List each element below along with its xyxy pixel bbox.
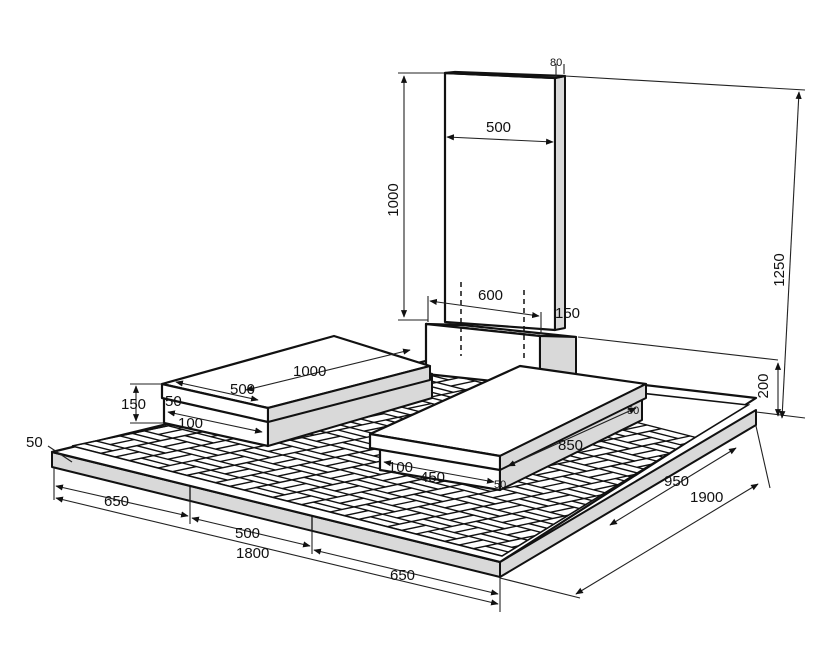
dimension-lines bbox=[47, 64, 806, 612]
label-front-left: 650 bbox=[104, 493, 129, 510]
stele bbox=[443, 70, 567, 362]
label-stele-height: 1000 bbox=[385, 183, 402, 216]
label-left-slab-height: 150 bbox=[121, 396, 146, 413]
label-right-slab-side-a: 50 bbox=[627, 405, 639, 417]
label-front-total: 1800 bbox=[236, 545, 269, 562]
label-left-slab-inset: 100 bbox=[178, 415, 203, 432]
label-side-part: 950 bbox=[664, 473, 689, 490]
dimension-labels: 1000 500 80 1250 600 150 200 1000 500 50… bbox=[26, 57, 788, 584]
label-left-slab-length: 1000 bbox=[293, 363, 326, 380]
label-left-slab-offset: 50 bbox=[165, 393, 182, 410]
label-right-slab-inset: 100 bbox=[388, 459, 413, 476]
label-base-width: 600 bbox=[478, 287, 503, 304]
label-right-slab-length: 850 bbox=[558, 437, 583, 454]
label-stele-width: 500 bbox=[486, 119, 511, 136]
label-stele-thickness: 80 bbox=[550, 57, 562, 69]
label-total-height: 1250 bbox=[771, 253, 788, 286]
label-base-depth: 150 bbox=[555, 305, 580, 322]
label-right-slab-width: 450 bbox=[420, 469, 445, 486]
label-platform-border: 50 bbox=[26, 434, 43, 451]
label-side-total: 1900 bbox=[690, 489, 723, 506]
stele-side bbox=[554, 75, 566, 331]
label-front-right: 650 bbox=[390, 567, 415, 584]
label-front-mid: 500 bbox=[235, 525, 260, 542]
label-right-slab-side-b: 50 bbox=[494, 479, 506, 491]
label-left-slab-width: 500 bbox=[230, 381, 255, 398]
label-base-height: 200 bbox=[755, 373, 772, 398]
